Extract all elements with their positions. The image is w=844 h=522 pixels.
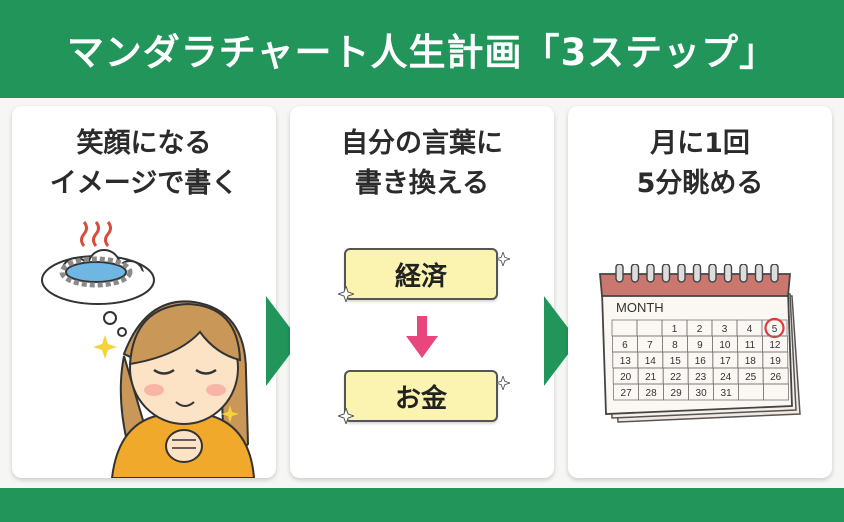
calendar-date: 25 bbox=[745, 372, 757, 383]
calendar-date: 12 bbox=[769, 340, 781, 351]
calendar-ring bbox=[692, 264, 702, 283]
calendar-date: 3 bbox=[722, 324, 728, 335]
footer-bar bbox=[0, 488, 844, 522]
calendar-date: 18 bbox=[745, 356, 757, 367]
calendar-date: 9 bbox=[697, 340, 703, 351]
calendar-date: 23 bbox=[695, 372, 707, 383]
calendar-month-label: MONTH bbox=[616, 300, 664, 315]
hot-spring-icon bbox=[59, 221, 133, 288]
down-arrow-icon bbox=[406, 316, 438, 358]
after-word-label: お金 bbox=[394, 383, 447, 414]
calendar-date: 27 bbox=[621, 388, 633, 399]
sparkle-icon bbox=[338, 408, 354, 424]
calendar-date: 21 bbox=[645, 372, 657, 383]
calendar-ring bbox=[723, 264, 733, 283]
calendar-ring bbox=[770, 264, 779, 283]
step-card-1: 笑顔になる イメージで書く bbox=[12, 106, 276, 478]
calendar-date: 13 bbox=[620, 356, 632, 367]
calendar-cell bbox=[763, 383, 790, 401]
calendar-date: 6 bbox=[622, 340, 628, 351]
step-3-title: 月に1回 5分眺める bbox=[636, 128, 764, 199]
calendar-date: 20 bbox=[620, 372, 632, 383]
sparkle-icon bbox=[496, 376, 510, 390]
step-2-title: 自分の言葉に 書き換える bbox=[341, 128, 503, 199]
calendar-ring bbox=[615, 264, 624, 283]
calendar-date: 1 bbox=[672, 324, 678, 335]
page-title: マンダラチャート人生計画「3ステップ」 bbox=[0, 0, 844, 98]
calendar-date: 8 bbox=[672, 340, 678, 351]
smiling-woman-illustration bbox=[41, 221, 256, 478]
calendar-date: 26 bbox=[770, 372, 782, 383]
calendar-ring bbox=[754, 264, 764, 283]
before-word-label: 経済 bbox=[394, 261, 447, 292]
sparkle-icon bbox=[338, 286, 354, 302]
calendar-ring bbox=[661, 264, 671, 283]
sparkle-icon bbox=[496, 252, 510, 266]
calendar-date: 5 bbox=[772, 324, 778, 335]
calendar-ring bbox=[630, 264, 640, 283]
calendar-date: 7 bbox=[647, 340, 653, 351]
calendar-date: 22 bbox=[670, 372, 682, 383]
before-word-box: 経済 bbox=[344, 248, 498, 300]
calendar-date: 24 bbox=[720, 372, 732, 383]
calendar-date: 28 bbox=[646, 388, 658, 399]
calendar-date: 10 bbox=[719, 340, 731, 351]
calendar-ring bbox=[739, 264, 748, 283]
calendar-date: 17 bbox=[720, 356, 732, 367]
calendar-rings-icon bbox=[615, 264, 779, 283]
highlight-circle bbox=[764, 317, 785, 339]
calendar-date: 14 bbox=[645, 356, 657, 367]
calendar-ring bbox=[646, 264, 655, 283]
step-1-title: 笑顔になる イメージで書く bbox=[49, 128, 239, 199]
calendar-date: 31 bbox=[721, 388, 733, 399]
calendar-date: 19 bbox=[770, 356, 782, 367]
calendar-date: 11 bbox=[745, 340, 756, 351]
calendar-date: 16 bbox=[695, 356, 707, 367]
calendar-date: 2 bbox=[697, 324, 703, 335]
calendar-date: 4 bbox=[747, 324, 753, 335]
step-card-2: 自分の言葉に 書き換える 経済 お金 bbox=[290, 106, 554, 478]
calendar-ring bbox=[708, 264, 717, 283]
calendar-ring bbox=[677, 264, 686, 283]
calendar-date: 15 bbox=[670, 356, 682, 367]
after-word-box: お金 bbox=[344, 370, 498, 422]
calendar-date: 30 bbox=[696, 388, 708, 399]
calendar-date: 29 bbox=[671, 388, 683, 399]
